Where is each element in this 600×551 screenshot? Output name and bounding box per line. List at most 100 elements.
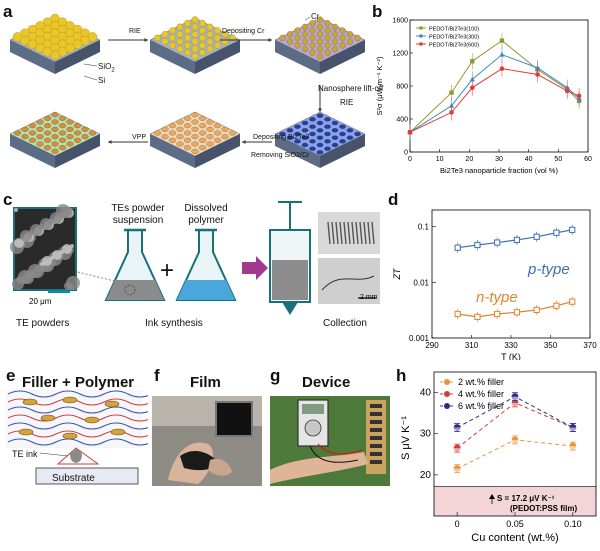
data-point xyxy=(474,313,481,320)
data-point xyxy=(474,241,481,249)
nanosphere-small xyxy=(169,41,176,49)
nanosphere-small xyxy=(214,34,221,42)
etched-hole xyxy=(301,128,309,133)
y-tick-label: 0 xyxy=(404,150,408,157)
cr-coated-sphere xyxy=(301,31,309,38)
coil-turn xyxy=(367,221,371,245)
plus-sign: + xyxy=(160,257,175,284)
arrow-depositing-bi-head xyxy=(242,140,246,144)
nanosphere-small xyxy=(184,34,191,42)
etched-hole xyxy=(309,146,316,151)
bi2te3-dot xyxy=(191,112,199,118)
nanosphere-small xyxy=(176,45,184,53)
data-point xyxy=(449,110,454,115)
bi2te3-dot-coated xyxy=(81,126,89,132)
data-point-half xyxy=(569,427,577,431)
cr-coated-sphere xyxy=(339,27,346,34)
bi2te3-dot xyxy=(191,119,199,125)
wafer-left xyxy=(10,134,55,168)
cr-coated-sphere xyxy=(286,38,294,45)
bi2te3-dot xyxy=(183,115,192,121)
label-te-suspension: TEs powder suspension xyxy=(111,203,165,226)
label-dissolved-polymer: Dissolved polymer xyxy=(184,203,228,226)
filler-flake xyxy=(40,414,56,422)
nanosphere-small xyxy=(191,30,199,38)
bi2te3-dot-coated xyxy=(21,126,29,132)
bi2te3-dot-coated xyxy=(66,134,74,140)
bi2te3-dot xyxy=(213,123,222,129)
nanosphere-small xyxy=(176,38,184,46)
data-point xyxy=(470,85,475,90)
coil-turn xyxy=(371,221,375,245)
bi2te3-dot xyxy=(213,130,222,136)
nanosphere-small xyxy=(184,19,191,27)
bi2te3-dot xyxy=(198,130,207,136)
syringe-ink xyxy=(272,260,308,300)
nanosphere-small xyxy=(206,45,214,53)
panel-e-schematic xyxy=(6,390,153,485)
label-vpp: VPP xyxy=(132,134,147,141)
bi2te3-dot-coated xyxy=(51,112,59,118)
nanosphere-small xyxy=(214,41,221,49)
bi2te3-dot-coated xyxy=(51,134,59,140)
etched-hole xyxy=(316,135,324,140)
device-photo xyxy=(270,396,390,486)
legend-label: 2 wt.% filler xyxy=(458,377,504,387)
etched-hole xyxy=(354,131,361,137)
caption-collection: Collection xyxy=(323,318,367,329)
bi2te3-dot xyxy=(153,130,162,136)
panel-g: g Device xyxy=(268,360,392,490)
cr-coated-sphere xyxy=(331,31,339,38)
coil-turn xyxy=(363,221,367,245)
etched-hole xyxy=(324,146,331,151)
etched-hole xyxy=(316,120,324,126)
data-point-half xyxy=(569,446,577,450)
coil-turn xyxy=(331,221,335,245)
data-point xyxy=(569,298,576,305)
filler-flake xyxy=(62,396,78,404)
nanosphere xyxy=(50,50,60,61)
y-tick-label: 0.001 xyxy=(409,334,430,343)
etched-hole xyxy=(286,128,294,133)
nanosphere-small xyxy=(161,38,169,46)
etched-hole xyxy=(316,113,324,118)
nanosphere-small xyxy=(206,23,214,31)
data-point xyxy=(533,233,540,240)
cr-coated-sphere xyxy=(279,34,286,42)
wafer-right xyxy=(195,134,240,168)
data-point-half xyxy=(511,402,519,407)
wafer-6 xyxy=(9,111,101,168)
data-point xyxy=(569,226,576,233)
cr-coated-sphere xyxy=(339,34,346,42)
sem-particle xyxy=(42,256,52,266)
etched-hole xyxy=(309,117,316,122)
bi2te3-dot xyxy=(198,115,207,121)
etched-hole xyxy=(331,128,339,133)
flask-liquid xyxy=(177,280,235,300)
photo-fiber xyxy=(318,258,380,304)
x-tick-label: 0.10 xyxy=(564,519,582,529)
bi2te3-dot-coated xyxy=(51,141,59,147)
data-point xyxy=(449,90,454,95)
cr-coated-sphere xyxy=(309,34,316,42)
wafer-left xyxy=(275,134,320,168)
bi2te3-dot xyxy=(161,126,169,132)
panel-f-letter: f xyxy=(154,366,160,385)
bi2te3-dot-coated xyxy=(51,119,59,125)
bi2te3-dot-coated xyxy=(66,126,74,132)
bi2te3-dot xyxy=(198,123,207,129)
arrow-depositing-cr-head xyxy=(268,38,272,42)
cr-coated-sphere xyxy=(354,34,361,42)
etched-hole xyxy=(339,131,346,137)
x-axis-label: Cu content (wt.%) xyxy=(471,532,558,544)
coil-turn xyxy=(347,221,351,245)
polymer-chain xyxy=(7,414,153,422)
cr-coated-sphere xyxy=(301,23,309,31)
reference-region xyxy=(434,486,596,516)
filler-flake xyxy=(22,398,38,406)
coil-turn xyxy=(351,221,355,245)
nanosphere-small xyxy=(184,27,191,35)
bi2te3-dot-coated xyxy=(81,134,89,140)
